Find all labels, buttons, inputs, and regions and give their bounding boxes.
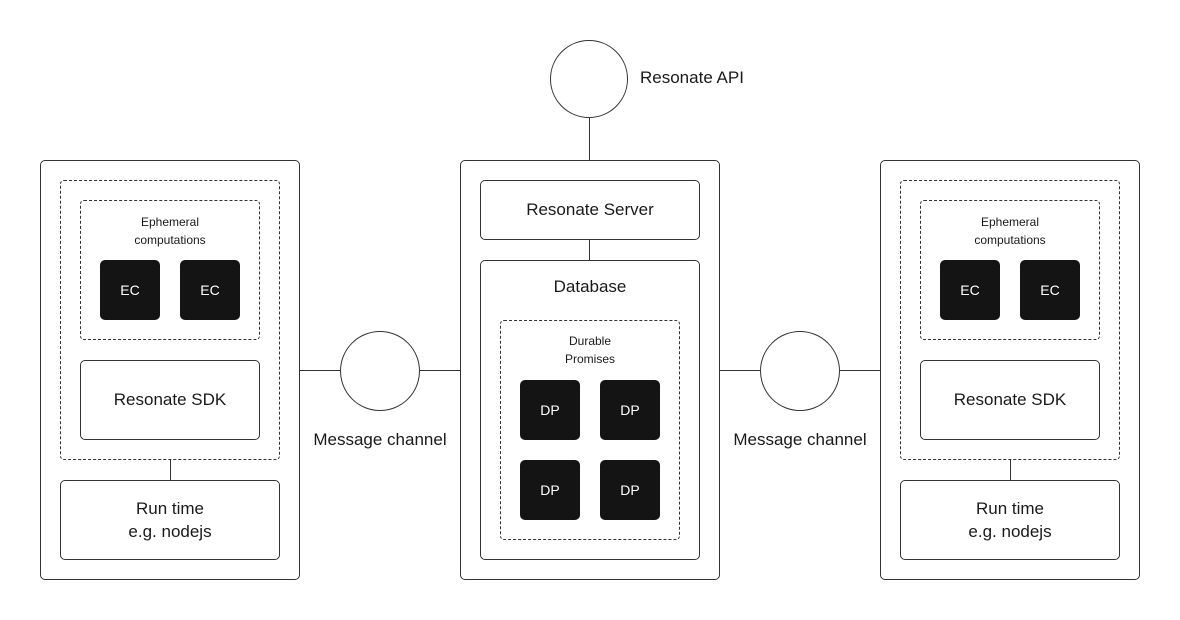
right-runtime-line1: Run time	[975, 499, 1045, 518]
right-ephemeral-group	[920, 200, 1100, 340]
dp-chip-4: DP	[600, 460, 660, 520]
right-sdk-label: Resonate SDK	[953, 390, 1067, 409]
left-channel-line-a	[300, 370, 340, 372]
right-ec-chip-1: EC	[940, 260, 1000, 320]
left-sdk-label: Resonate SDK	[113, 390, 227, 409]
database-box	[480, 260, 700, 560]
durable-promises-label: Durable Promises	[500, 332, 680, 368]
durable-promises-group	[500, 320, 680, 540]
right-sdk-box: Resonate SDK	[920, 360, 1100, 440]
right-channel-line-b	[840, 370, 880, 372]
dp-chip-3: DP	[520, 460, 580, 520]
left-runtime-line1: Run time	[135, 499, 205, 518]
left-ephemeral-group	[80, 200, 260, 340]
left-channel-label: Message channel	[313, 430, 447, 449]
right-channel-label: Message channel	[733, 430, 867, 449]
dp-chip-2: DP	[600, 380, 660, 440]
left-message-channel-node	[340, 331, 420, 411]
left-runtime-line2: e.g. nodejs	[128, 522, 212, 541]
right-message-channel-node	[760, 331, 840, 411]
durable-promises-label-line1: Durable	[568, 334, 612, 348]
right-channel-line-a	[720, 370, 760, 372]
left-ec-chip-2: EC	[180, 260, 240, 320]
right-runtime-box: Run time e.g. nodejs	[900, 480, 1120, 560]
left-channel-line-b	[420, 370, 460, 372]
right-runtime-connector	[1010, 460, 1012, 480]
api-label: Resonate API	[640, 68, 744, 87]
database-title: Database	[553, 277, 627, 296]
server-box: Resonate Server	[480, 180, 700, 240]
left-runtime-box: Run time e.g. nodejs	[60, 480, 280, 560]
right-sdk-boundary	[900, 180, 1120, 460]
server-db-connector	[589, 240, 591, 260]
left-ec-chip-1: EC	[100, 260, 160, 320]
api-node	[550, 40, 628, 118]
server-title: Resonate Server	[526, 200, 654, 219]
left-ephemeral-label-line1: Ephemeral	[140, 215, 200, 229]
right-ephemeral-label: Ephemeral computations	[920, 213, 1100, 249]
right-ephemeral-label-line1: Ephemeral	[980, 215, 1040, 229]
right-runtime-line2: e.g. nodejs	[968, 522, 1052, 541]
left-sdk-box: Resonate SDK	[80, 360, 260, 440]
left-runtime-connector	[170, 460, 172, 480]
left-sdk-boundary	[60, 180, 280, 460]
left-ephemeral-label: Ephemeral computations	[80, 213, 260, 249]
dp-chip-1: DP	[520, 380, 580, 440]
right-ephemeral-label-line2: computations	[974, 233, 1046, 247]
durable-promises-label-line2: Promises	[564, 352, 615, 366]
right-ec-chip-2: EC	[1020, 260, 1080, 320]
left-ephemeral-label-line2: computations	[134, 233, 206, 247]
api-connector	[589, 118, 591, 160]
